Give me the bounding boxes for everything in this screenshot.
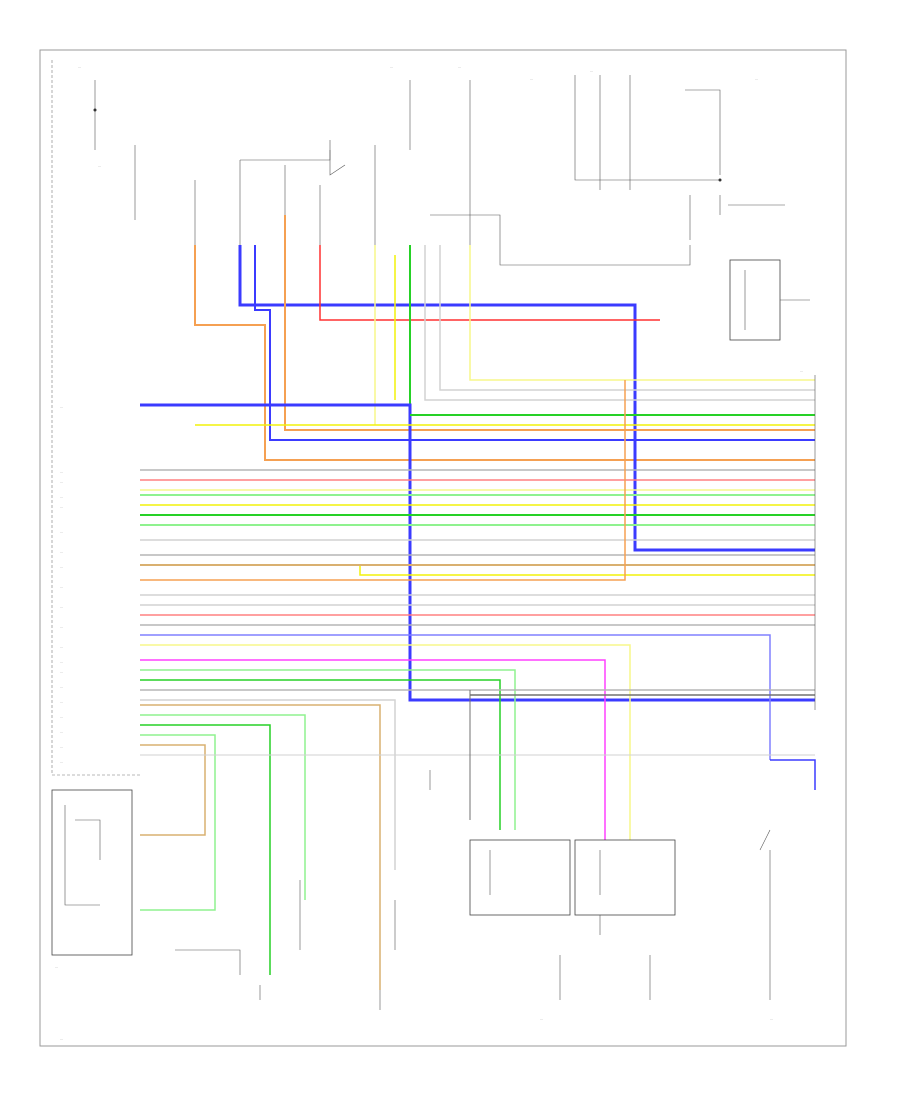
svg-text:⋯: ⋯: [60, 760, 63, 764]
top-colored-drops: [194, 215, 815, 552]
center-switch-module: [469, 839, 571, 916]
svg-text:⋯: ⋯: [60, 565, 63, 569]
svg-text:⋯: ⋯: [60, 585, 63, 589]
svg-text:⋯: ⋯: [60, 700, 63, 704]
svg-text:⋯: ⋯: [60, 405, 63, 409]
svg-text:⋯: ⋯: [60, 470, 63, 474]
svg-text:⋯: ⋯: [60, 715, 63, 719]
top-fuse-area: [93, 75, 810, 341]
bottom-components: ⋯ ⋯ ⋯ ⋯: [51, 770, 773, 1041]
svg-text:⋯: ⋯: [60, 625, 63, 629]
svg-text:⋯: ⋯: [60, 550, 63, 554]
svg-text:⋯: ⋯: [800, 369, 803, 373]
svg-text:⋯: ⋯: [60, 480, 63, 484]
svg-text:⋯: ⋯: [98, 164, 101, 168]
control-unit-boundary: [51, 60, 140, 776]
svg-text:⋯: ⋯: [390, 65, 393, 69]
diagram-frame: [39, 49, 847, 1047]
svg-text:⋯: ⋯: [60, 745, 63, 749]
svg-text:⋯: ⋯: [60, 685, 63, 689]
svg-text:⋯: ⋯: [458, 65, 461, 69]
svg-text:⋯: ⋯: [530, 77, 533, 81]
svg-text:⋯: ⋯: [78, 65, 81, 69]
svg-text:⋯: ⋯: [60, 730, 63, 734]
left-row-labels: ⋯ ⋯ ⋯ ⋯ ⋯ ⋯ ⋯ ⋯ ⋯ ⋯ ⋯ ⋯ ⋯ ⋯ ⋯ ⋯ ⋯ ⋯ ⋯ ⋯: [60, 405, 63, 764]
svg-text:⋯: ⋯: [770, 1017, 773, 1021]
svg-text:⋯: ⋯: [755, 77, 758, 81]
svg-text:⋯: ⋯: [60, 605, 63, 609]
svg-text:⋯: ⋯: [60, 1037, 63, 1041]
svg-text:⋯: ⋯: [55, 965, 58, 969]
svg-text:⋯: ⋯: [60, 670, 63, 674]
svg-text:⋯: ⋯: [590, 69, 593, 73]
right-connector: ⋯: [800, 369, 816, 710]
svg-text:⋯: ⋯: [540, 1017, 543, 1021]
svg-text:⋯: ⋯: [60, 530, 63, 534]
svg-text:⋯: ⋯: [60, 495, 63, 499]
svg-text:⋯: ⋯: [60, 645, 63, 649]
svg-text:⋯: ⋯: [60, 660, 63, 664]
horizontal-bus-wires: [140, 380, 816, 990]
svg-text:⋯: ⋯: [60, 505, 63, 509]
right-switch-module: [574, 839, 676, 916]
top-labels: ⋯ ⋯ ⋯ ⋯ ⋯ ⋯ ⋯: [78, 65, 758, 168]
left-lower-module: [51, 789, 133, 956]
